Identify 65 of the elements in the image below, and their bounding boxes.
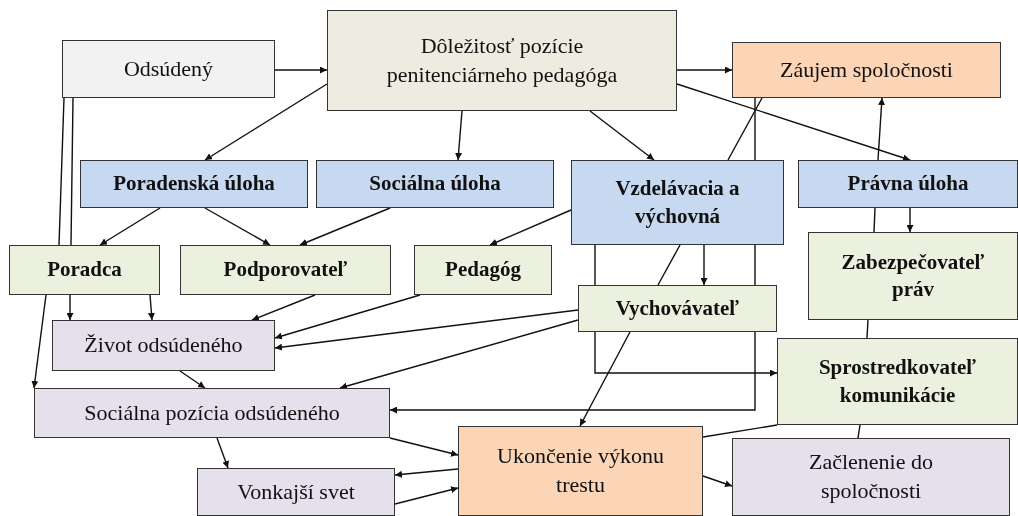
- process-box: [458, 426, 703, 516]
- arrow: [594, 331, 778, 377]
- arrow: [579, 331, 631, 427]
- arrow: [700, 244, 708, 286]
- arrow: [99, 207, 161, 246]
- process-box: [571, 160, 784, 245]
- arrow: [389, 437, 459, 457]
- box-label: Poradenská úloha: [113, 170, 275, 198]
- box-label: Vzdelávacia a výchovná: [614, 175, 741, 230]
- box-label: Ukončenie výkonu trestu: [496, 442, 665, 499]
- box-label: Záujem spoločnosti: [780, 55, 953, 84]
- arrow: [702, 475, 733, 488]
- arrow: [489, 209, 572, 246]
- process-box: [9, 245, 160, 295]
- arrow: [389, 331, 756, 414]
- arrow: [394, 486, 459, 505]
- box-label: Dôležitosť pozície penitenciárneho pedagóga: [385, 31, 619, 89]
- arrow: [216, 437, 229, 469]
- arrow: [339, 319, 579, 390]
- arrow: [274, 294, 421, 340]
- process-box: [52, 320, 275, 371]
- arrow: [676, 66, 733, 74]
- box-label: Podporovateľ: [223, 256, 348, 284]
- arrow: [877, 97, 886, 161]
- process-box: [578, 285, 777, 332]
- arrow: [204, 207, 271, 246]
- arrow: [147, 294, 155, 321]
- process-box: [808, 232, 1018, 320]
- box-label: Odsúdený: [123, 54, 214, 83]
- process-box: [316, 160, 554, 208]
- process-box: [80, 160, 308, 208]
- arrow: [66, 294, 74, 321]
- process-box: [777, 338, 1018, 425]
- arrow: [31, 294, 47, 389]
- box-label: Život odsúdeného: [84, 331, 243, 360]
- arrow: [179, 370, 206, 389]
- arrow: [589, 110, 655, 161]
- arrow: [676, 83, 911, 162]
- box-label: Začlenenie do spoločnosti: [808, 448, 934, 505]
- arrow: [394, 468, 459, 478]
- box-label: Právna úloha: [847, 170, 969, 198]
- arrow: [251, 294, 316, 321]
- process-box: [327, 10, 677, 111]
- arrow: [204, 83, 328, 161]
- box-label: Sprostredkovateľ komunikácie: [817, 354, 978, 409]
- box-label: Sociálna úloha: [369, 170, 501, 198]
- box-label: Pedagóg: [445, 256, 521, 284]
- arrow: [455, 110, 463, 161]
- box-label: Poradca: [47, 256, 122, 284]
- process-box: [62, 40, 275, 98]
- arrow: [299, 207, 391, 246]
- box-label: Vychovávateľ: [615, 294, 740, 322]
- process-box: [732, 42, 1001, 98]
- process-box: [798, 160, 1018, 208]
- arrow: [274, 309, 579, 351]
- process-box: [197, 468, 395, 516]
- process-box: [732, 438, 1010, 516]
- arrow: [906, 207, 914, 233]
- box-label: Zabezpečovateľ práv: [840, 248, 986, 303]
- process-box: [34, 388, 390, 438]
- box-label: Sociálna pozícia odsúdeného: [84, 398, 340, 427]
- process-box: [180, 245, 391, 295]
- process-box: [414, 245, 552, 295]
- arrow: [274, 66, 328, 74]
- box-label: Vonkajší svet: [237, 477, 355, 506]
